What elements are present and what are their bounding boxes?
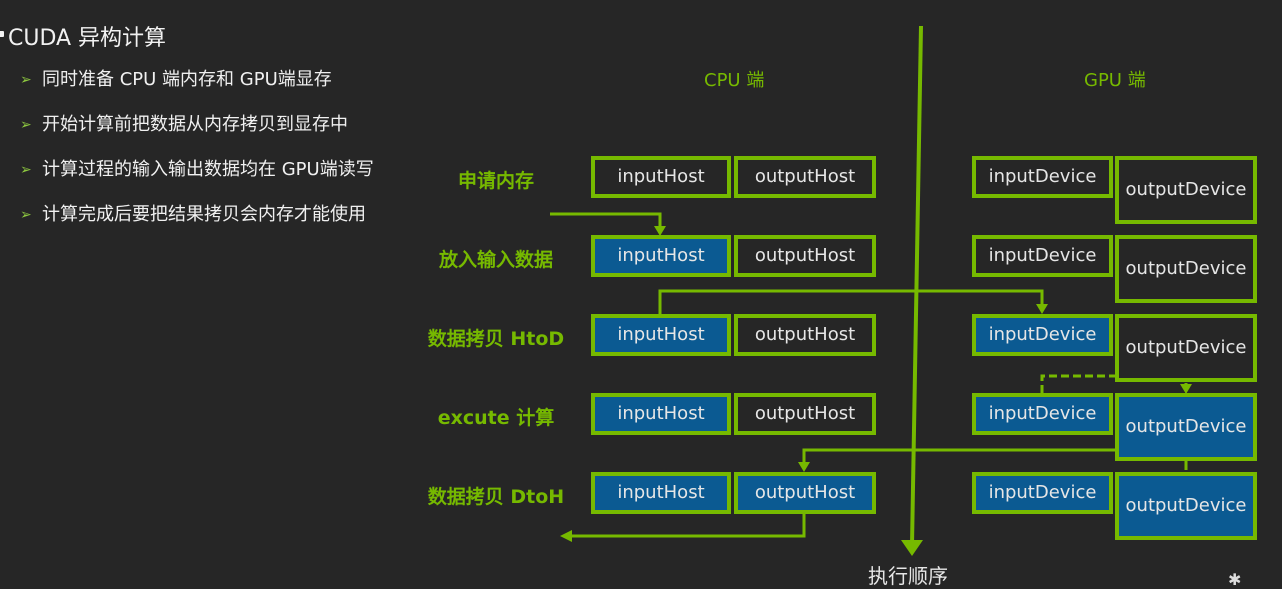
input-data-arrow bbox=[550, 212, 666, 236]
bullet-item: ➢ 开始计算前把数据从内存拷贝到显存中 bbox=[20, 113, 374, 158]
input-device-box: inputDevice bbox=[972, 314, 1113, 356]
bullet-list: ➢ 同时准备 CPU 端内存和 GPU端显存 ➢ 开始计算前把数据从内存拷贝到显… bbox=[20, 68, 374, 248]
output-host-box: outputHost bbox=[734, 393, 876, 435]
input-device-box: inputDevice bbox=[972, 156, 1113, 198]
input-device-box: inputDevice bbox=[972, 235, 1113, 277]
input-host-box: inputHost bbox=[591, 393, 731, 435]
output-host-box: outputHost bbox=[734, 472, 876, 514]
row-label-htod: 数据拷贝 HtoD bbox=[427, 328, 565, 350]
output-host-box: outputHost bbox=[734, 235, 876, 277]
slide-title: CUDA 异构计算 bbox=[8, 26, 167, 51]
input-device-box: inputDevice bbox=[972, 393, 1113, 435]
cpu-column-header: CPU 端 bbox=[704, 70, 765, 91]
output-device-box: outputDevice bbox=[1115, 156, 1257, 224]
output-host-box: outputHost bbox=[734, 314, 876, 356]
output-device-box: outputDevice bbox=[1115, 393, 1257, 461]
execution-order-label: 执行顺序 bbox=[868, 564, 948, 588]
row-label-allocate: 申请内存 bbox=[457, 170, 534, 192]
input-device-box: inputDevice bbox=[972, 472, 1113, 514]
execution-order-arrow bbox=[901, 25, 923, 556]
output-device-box: outputDevice bbox=[1115, 472, 1257, 540]
input-host-box: inputHost bbox=[591, 235, 731, 277]
bullet-item: ➢ 计算过程的输入输出数据均在 GPU端读写 bbox=[20, 158, 374, 203]
row-label-input-data: 放入输入数据 bbox=[438, 249, 553, 271]
input-host-box: inputHost bbox=[591, 314, 731, 356]
input-host-box: inputHost bbox=[591, 156, 731, 198]
compute-arrow bbox=[1040, 374, 1192, 394]
title-bullet-icon bbox=[0, 31, 4, 37]
bullet-text: 开始计算前把数据从内存拷贝到显存中 bbox=[42, 114, 348, 135]
bullet-text: 计算完成后要把结果拷贝会内存才能使用 bbox=[42, 204, 366, 225]
gpu-column-header: GPU 端 bbox=[1084, 70, 1146, 91]
bullet-text: 计算过程的输入输出数据均在 GPU端读写 bbox=[42, 159, 374, 180]
arrow-bullet-icon: ➢ bbox=[20, 117, 32, 133]
output-device-box: outputDevice bbox=[1115, 314, 1257, 382]
bullet-text: 同时准备 CPU 端内存和 GPU端显存 bbox=[42, 69, 332, 90]
row-label-execute: excute 计算 bbox=[437, 407, 555, 429]
arrow-bullet-icon: ➢ bbox=[20, 72, 32, 88]
result-output-arrow bbox=[560, 514, 806, 542]
row-label-dtoh: 数据拷贝 DtoH bbox=[427, 486, 565, 508]
output-device-box: outputDevice bbox=[1115, 235, 1257, 303]
output-host-box: outputHost bbox=[734, 156, 876, 198]
cursor-icon: ✱ bbox=[1228, 570, 1242, 589]
bullet-item: ➢ 同时准备 CPU 端内存和 GPU端显存 bbox=[20, 68, 374, 113]
htod-copy-arrow bbox=[658, 289, 1048, 314]
bullet-item: ➢ 计算完成后要把结果拷贝会内存才能使用 bbox=[20, 203, 374, 248]
arrow-bullet-icon: ➢ bbox=[20, 207, 32, 223]
input-host-box: inputHost bbox=[591, 472, 731, 514]
arrow-bullet-icon: ➢ bbox=[20, 162, 32, 178]
